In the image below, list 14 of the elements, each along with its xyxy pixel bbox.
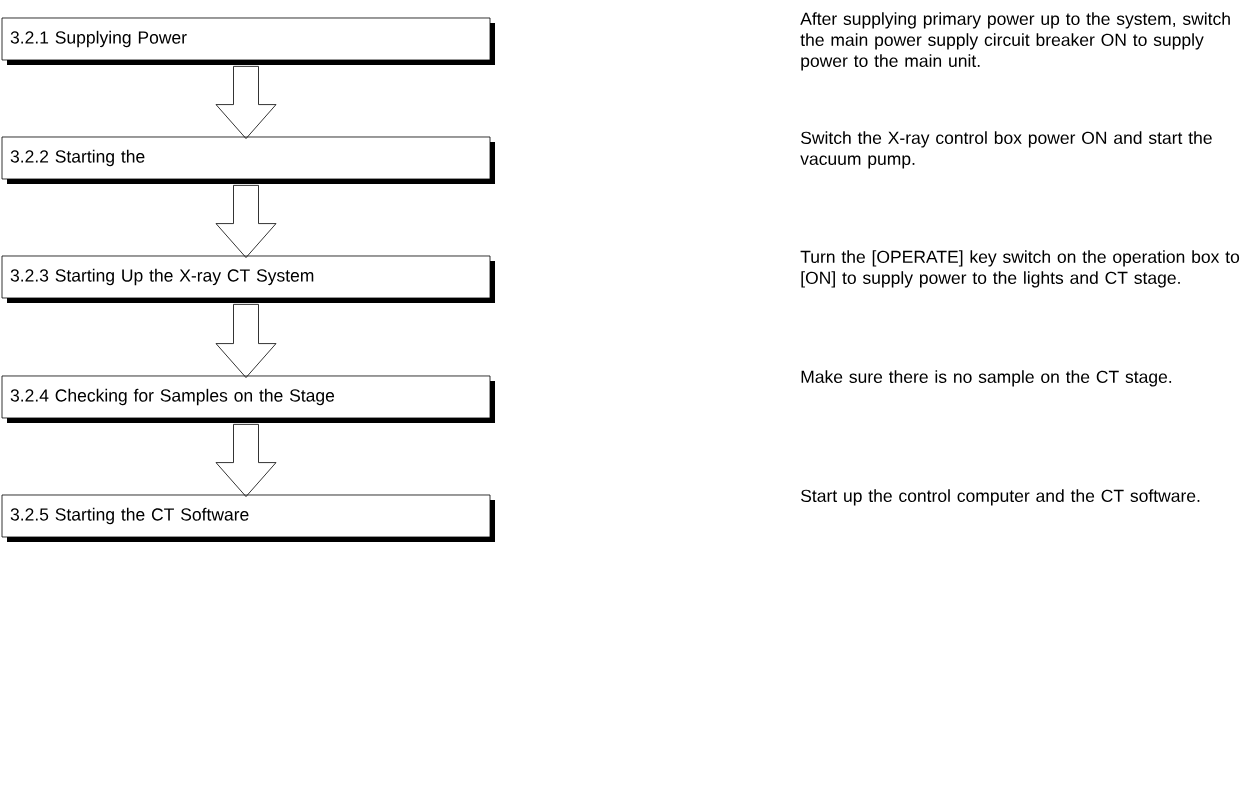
description-text: Switch the X-ray control box power ON and start the vacuum pump. bbox=[800, 131, 1212, 169]
process-box: 3.2.3 Starting Up the X-ray CT System bbox=[1, 255, 495, 303]
process-box: 3.2.1 Supplying Power bbox=[1, 17, 495, 65]
description-text: After supplying primary power up to the system, switch the main power supply circuit breaker ON to supply power to the main unit. bbox=[800, 12, 1230, 71]
block-arrow bbox=[215, 424, 277, 497]
block-arrow bbox=[215, 66, 277, 139]
description-text: Start up the control computer and the CT software. bbox=[801, 489, 1200, 506]
description-text: Turn the [OPERATE] key switch on the operation box to [ON] to supply power to the lights and CT stage. bbox=[800, 250, 1240, 288]
process-box: 3.2.5 Starting the CT Software bbox=[1, 494, 495, 542]
process-box: 3.2.4 Checking for Samples on the Stage bbox=[1, 375, 495, 423]
block-arrow bbox=[215, 304, 277, 378]
block-arrow bbox=[215, 185, 277, 258]
description-text: Make sure there is no sample on the CT stage. bbox=[801, 370, 1172, 387]
process-box: 3.2.2 Starting the bbox=[1, 136, 495, 184]
